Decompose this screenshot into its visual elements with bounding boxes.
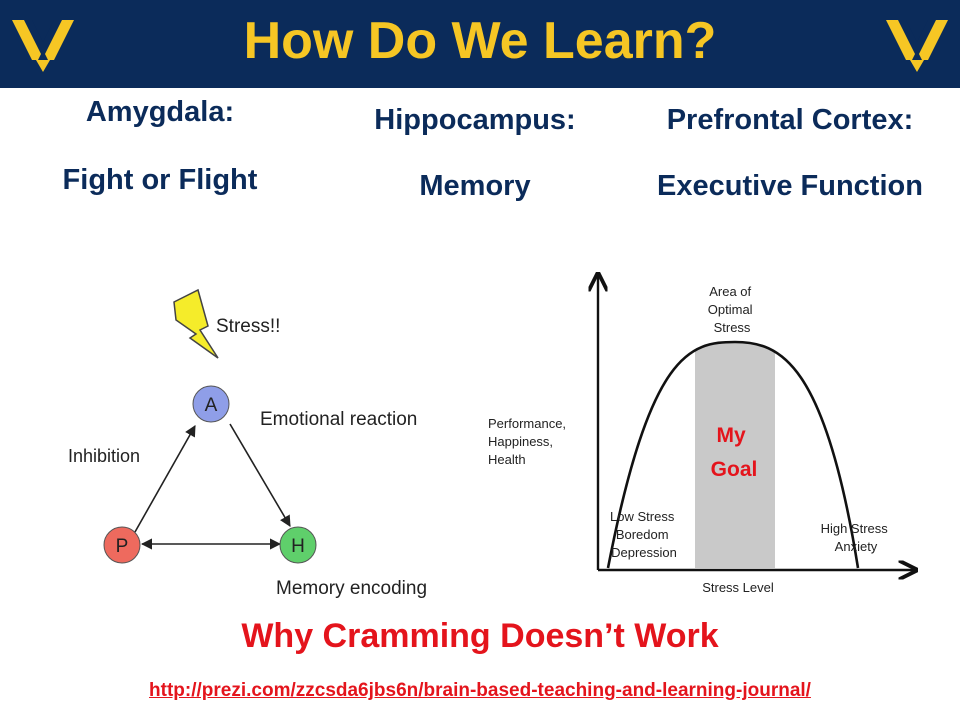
header-bar — [0, 0, 960, 88]
node-p — [103, 526, 141, 564]
high-stress-label: High Stress Anxiety — [821, 521, 892, 554]
y-axis-label: Performance, Happiness, Health — [488, 416, 570, 467]
node-a — [192, 385, 230, 423]
wv-logo-icon — [12, 20, 74, 72]
inhibition-arrow — [134, 425, 196, 533]
inverted-u-curve — [606, 340, 860, 569]
wv-logo-icon — [886, 20, 948, 72]
prefrontal-heading: Prefrontal Cortex: — [666, 104, 914, 136]
hippocampus-heading: Hippocampus: — [374, 104, 576, 136]
optimal-stress-band — [695, 342, 775, 568]
hippocampus-function: Memory — [419, 170, 531, 202]
stress-label: Stress!! — [216, 316, 280, 337]
slide-title: How Do We Learn? — [243, 12, 717, 70]
emotional-reaction-label: Emotional reaction — [260, 409, 417, 430]
footer-title: Why Cramming Doesn’t Work — [241, 617, 719, 655]
low-stress-label: Low Stress Boredom Depression — [610, 509, 678, 560]
goal-label: My Goal — [711, 424, 758, 481]
x-axis-label: Stress Level — [702, 580, 774, 595]
source-link[interactable]: http://prezi.com/zzcsda6jbs6n/brain-base… — [149, 680, 811, 701]
peak-label: Area of Optimal Stress — [708, 284, 756, 335]
amygdala-triangle-diagram: Stress!! A P H Emotional reaction Inhibi… — [68, 288, 427, 599]
node-a-label: A — [205, 395, 218, 416]
node-h-label: H — [291, 536, 305, 557]
amygdala-heading: Amygdala: — [85, 96, 235, 128]
amygdala-function: Fight or Flight — [62, 164, 258, 196]
lightning-bolt-icon — [173, 288, 219, 359]
node-p-label: P — [116, 536, 129, 557]
prefrontal-function: Executive Function — [657, 170, 923, 202]
inhibition-label: Inhibition — [68, 446, 140, 466]
emotional-arrow — [229, 423, 291, 527]
memory-encoding-label: Memory encoding — [276, 578, 427, 599]
node-h — [279, 526, 317, 564]
stress-performance-chart: Performance, Happiness, Health Area of O… — [488, 262, 940, 595]
